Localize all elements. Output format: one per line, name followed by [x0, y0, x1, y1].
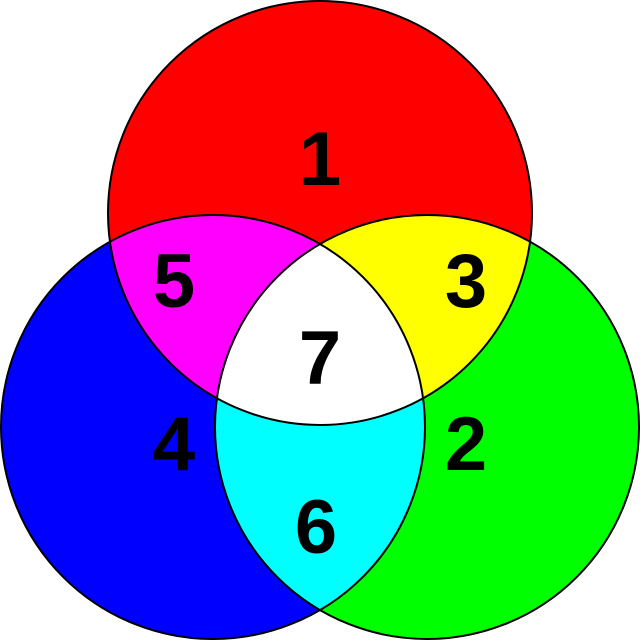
label-region-7: 7 [299, 316, 341, 401]
label-region-5: 5 [153, 239, 195, 324]
label-region-1: 1 [299, 117, 341, 202]
label-region-6: 6 [295, 485, 337, 570]
label-region-4: 4 [153, 402, 195, 487]
outline-green [214, 214, 640, 640]
outline-blue [0, 214, 426, 640]
outline-red [107, 0, 533, 426]
region-all-three [215, 215, 425, 425]
label-region-2: 2 [445, 402, 487, 487]
label-region-3: 3 [445, 239, 487, 324]
